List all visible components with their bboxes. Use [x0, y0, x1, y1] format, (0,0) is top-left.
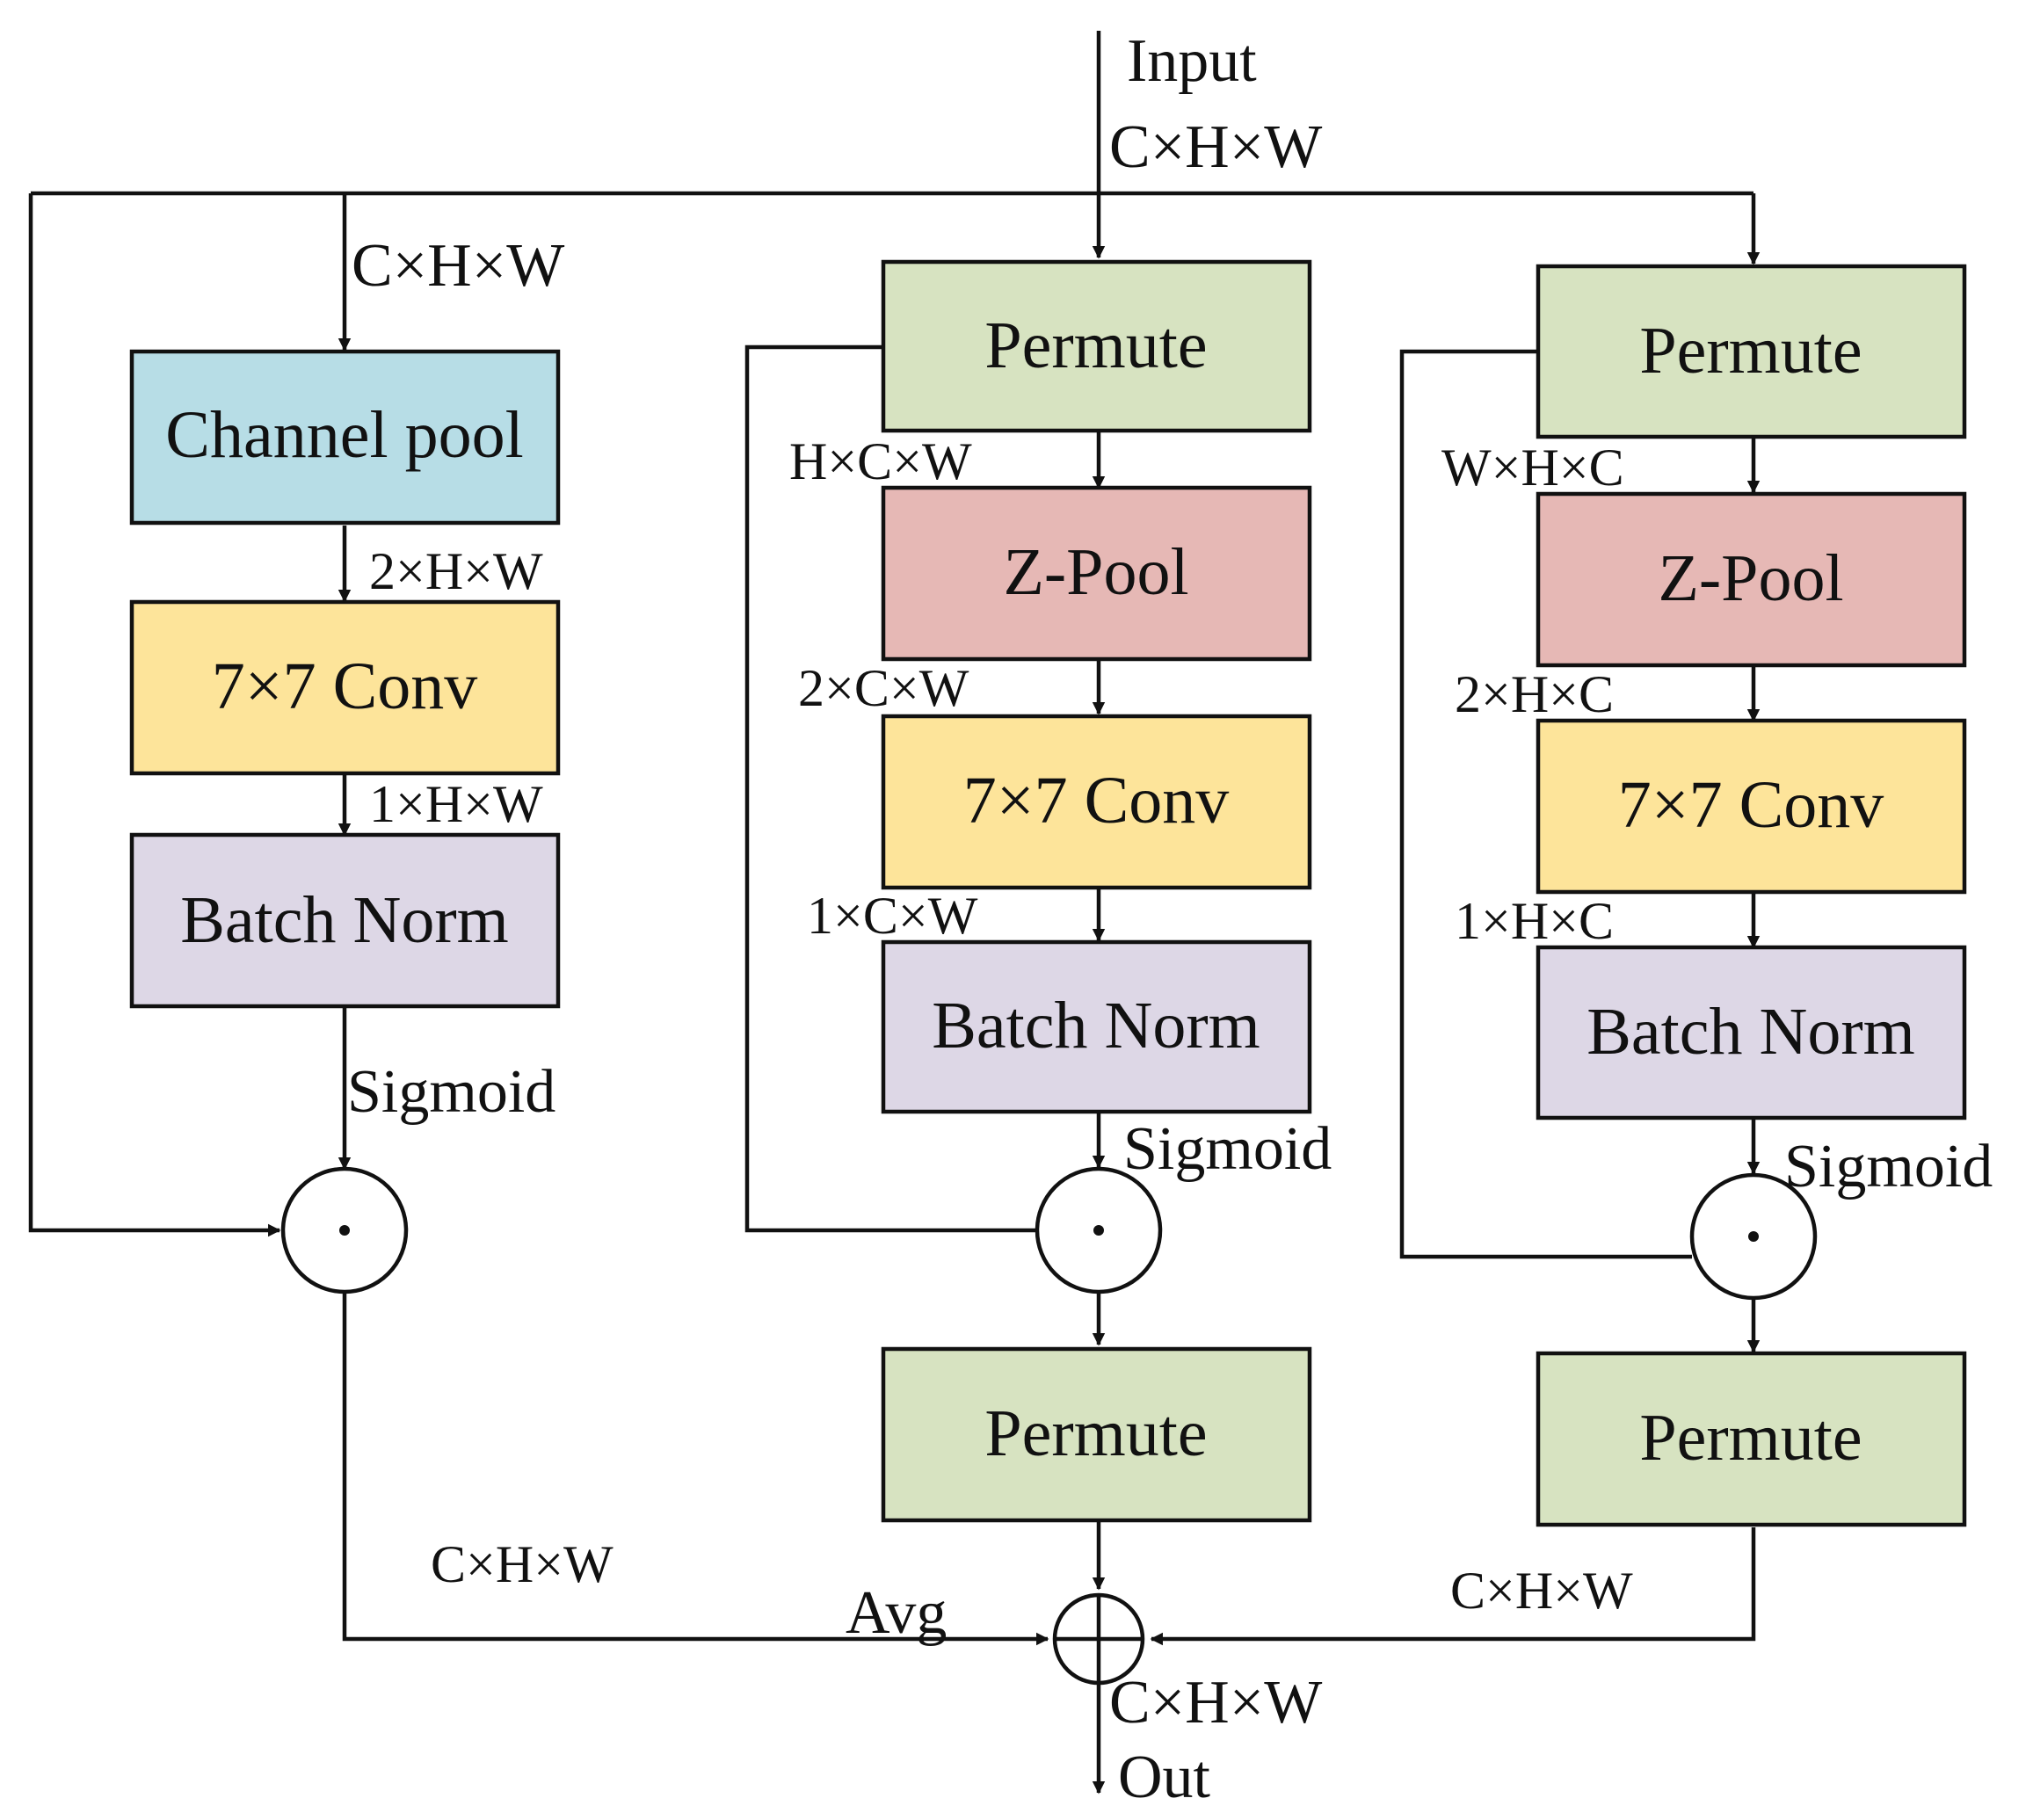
mid-permute-in-box [881, 259, 1312, 433]
connectors [28, 31, 1761, 1795]
mid-permute-out-box [881, 1346, 1312, 1523]
mid-dim-after-permute: H×C×W [789, 432, 972, 490]
mid-batch-norm-box [881, 939, 1312, 1114]
right-permute-out-label: Permute [1639, 1401, 1862, 1475]
left-residual-arrow [28, 193, 281, 1237]
output-dim-label: C×H×W [1109, 1669, 1322, 1737]
right-conv-label: 7×7 Conv [1618, 768, 1884, 842]
right-dim-after-permute: W×H×C [1441, 439, 1624, 497]
right-multiply-dot [1748, 1231, 1759, 1242]
mid-multiply-dot [1093, 1225, 1104, 1236]
left-dim-after-conv: 1×H×W [369, 775, 543, 833]
left-dim-after-pool: 2×H×W [369, 542, 543, 600]
input-dim-label: C×H×W [1109, 113, 1322, 181]
channel-pool-label: Channel pool [165, 398, 523, 472]
right-conv-box [1536, 718, 1967, 895]
mid-dim-after-conv: 1×C×W [807, 887, 978, 945]
right-dim-after-conv: 1×H×C [1455, 892, 1614, 950]
mid-permute-in-label: Permute [984, 308, 1207, 382]
right-sigmoid-label: Sigmoid [1784, 1133, 1993, 1200]
right-zpool-label: Z-Pool [1658, 541, 1843, 615]
left-sigmoid-label: Sigmoid [347, 1058, 555, 1126]
right-zpool-box [1536, 491, 1967, 668]
right-residual-line [1399, 349, 1692, 1259]
mid-dim-after-pool: 2×C×W [798, 659, 969, 717]
right-permute-in-box [1536, 264, 1967, 439]
left-branch: Channel pool 7×7 Conv Batch Norm [129, 349, 561, 1294]
mid-permute-out-label: Permute [984, 1396, 1207, 1470]
mid-conv-box [881, 714, 1312, 890]
right-out-dim-label: C×H×W [1450, 1562, 1633, 1620]
right-output-arrow [1150, 1527, 1756, 1646]
mid-sigmoid-label: Sigmoid [1123, 1115, 1332, 1183]
mid-zpool-box [881, 485, 1312, 662]
channel-pool-box [129, 349, 561, 526]
left-conv-box [129, 599, 561, 776]
sum-operator [1052, 1592, 1145, 1686]
mid-conv-label: 7×7 Conv [963, 764, 1230, 837]
right-batch-norm-box [1536, 945, 1967, 1120]
left-in-dim-label: C×H×W [352, 232, 564, 300]
input-label: Input [1127, 27, 1257, 95]
right-batch-norm-label: Batch Norm [1586, 995, 1915, 1069]
right-permute-out-box [1536, 1351, 1967, 1527]
right-dim-after-pool: 2×H×C [1455, 665, 1614, 723]
mid-batch-norm-label: Batch Norm [932, 989, 1260, 1062]
right-branch: Permute Z-Pool 7×7 Conv Batch Norm Permu… [1536, 264, 1967, 1527]
left-batch-norm-label: Batch Norm [180, 883, 509, 957]
left-batch-norm-box [129, 832, 561, 1009]
left-conv-label: 7×7 Conv [212, 649, 478, 723]
left-out-dim-label: C×H×W [431, 1535, 614, 1593]
labels: Input C×H×W C×H×W 2×H×W 1×H×W Sigmoid C×… [347, 27, 1993, 1811]
output-label: Out [1118, 1744, 1211, 1811]
right-permute-in-label: Permute [1639, 314, 1862, 388]
middle-branch: Permute Z-Pool 7×7 Conv Batch Norm Permu… [881, 259, 1312, 1523]
mid-residual-line [744, 344, 1037, 1233]
left-multiply-dot [339, 1225, 350, 1236]
left-output-arrow [342, 1292, 1049, 1646]
avg-label: Avg [846, 1579, 947, 1647]
mid-zpool-label: Z-Pool [1003, 535, 1188, 609]
